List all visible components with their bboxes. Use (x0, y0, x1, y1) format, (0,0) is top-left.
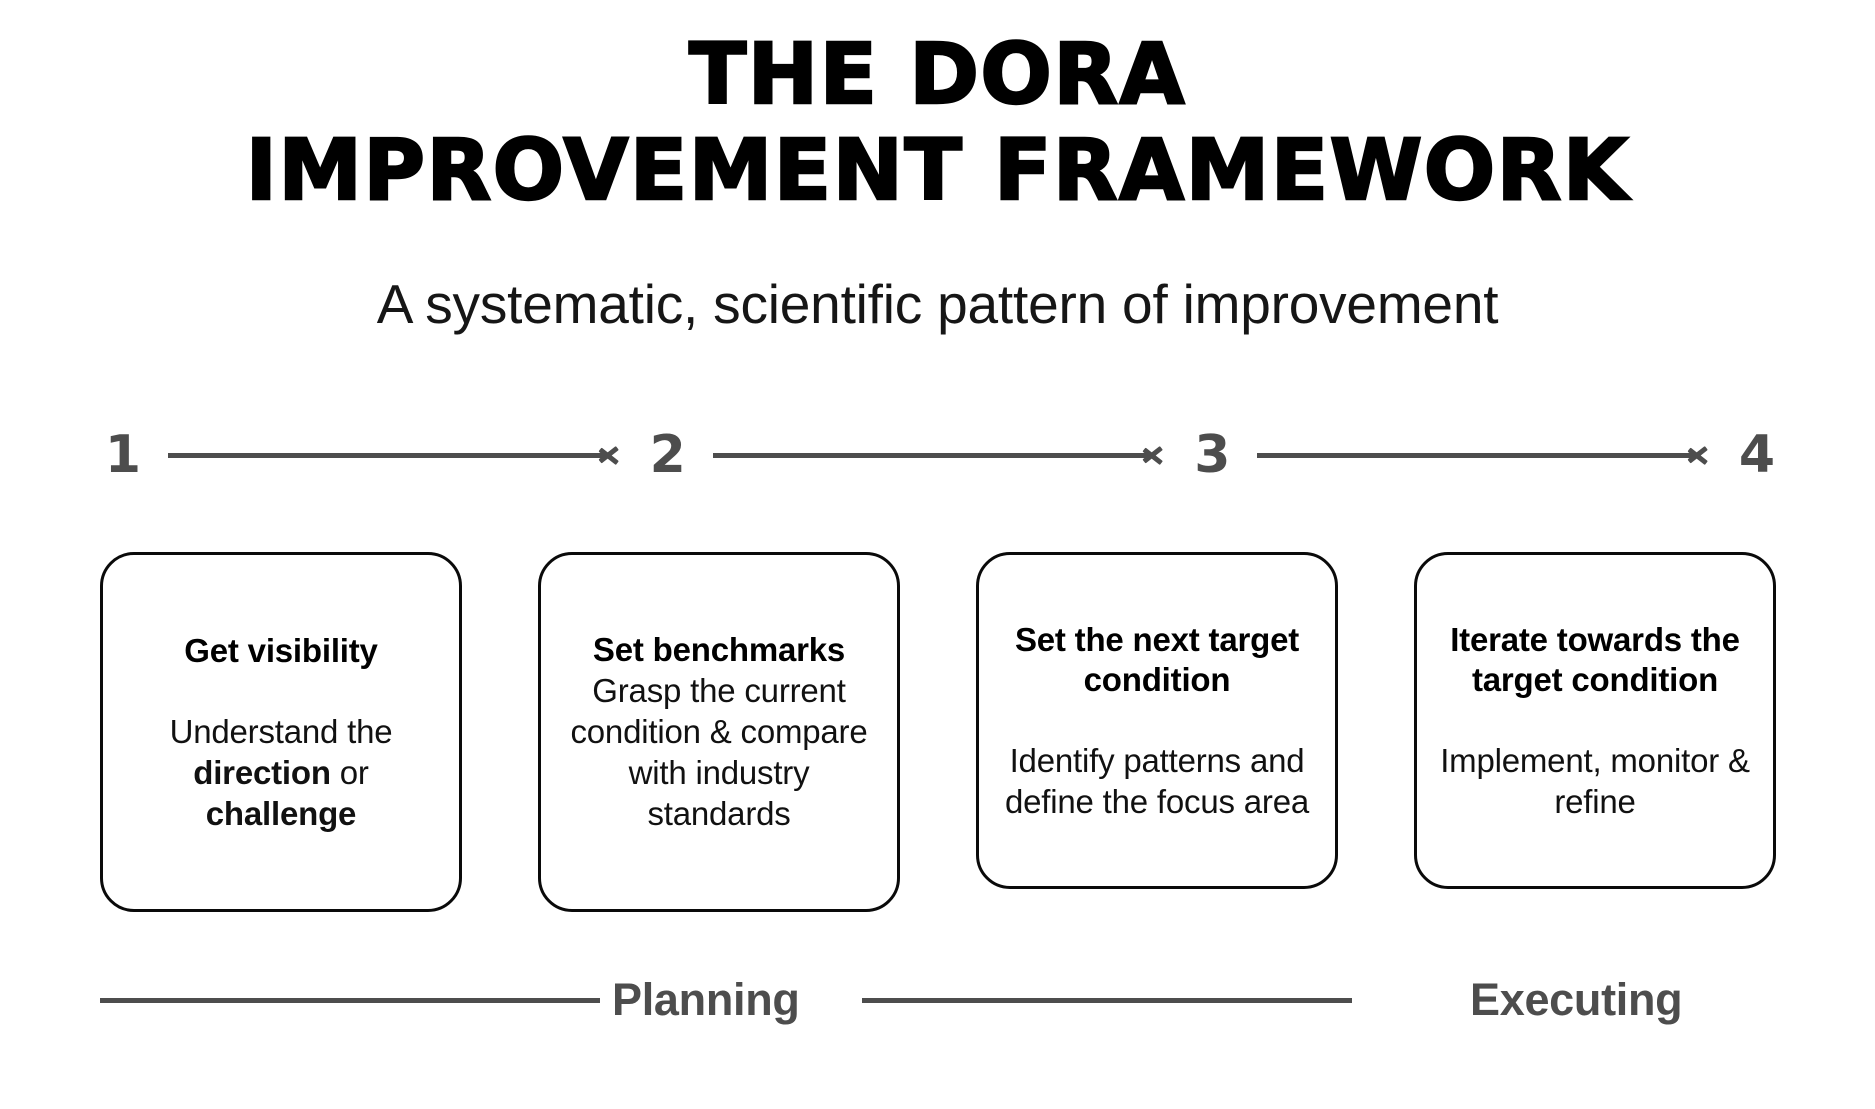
arrow-shaft (1257, 453, 1700, 458)
step-number-3: 3 (1194, 425, 1231, 485)
card-3-title: Set the next target condition (1014, 620, 1300, 698)
arrow-head-icon (1144, 444, 1167, 467)
framework-card-3: Set the next target condition Identify p… (976, 552, 1338, 889)
card-2-body: Grasp the current condition & compare wi… (570, 672, 868, 832)
card-1-body: Understand the direction or challenge (169, 712, 393, 832)
arrow-2-to-3 (712, 440, 1168, 470)
card-2-title: Set benchmarks (592, 631, 846, 668)
card-3-body: Identify patterns and define the focus a… (1004, 741, 1309, 820)
page-title: THE DORA IMPROVEMENT FRAMEWORK (0, 25, 1875, 220)
arrow-3-to-4 (1257, 440, 1712, 470)
framework-card-4: Iterate towards the target condition Imp… (1414, 552, 1776, 889)
phase-line-right (862, 998, 1352, 1003)
page-subtitle: A systematic, scientific pattern of impr… (376, 273, 1499, 335)
arrow-shaft (168, 453, 610, 458)
arrow-head-icon (1689, 444, 1712, 467)
card-4-body: Implement, monitor & refine (1440, 741, 1750, 820)
framework-cards: Get visibility Understand the direction … (0, 552, 1875, 914)
step-number-4: 4 (1738, 425, 1776, 485)
page-title-line-1: THE DORA (688, 25, 1187, 124)
phase-label-executing: Executing (1470, 974, 1683, 1025)
arrow-head-icon (600, 444, 623, 467)
step-number-1: 1 (104, 425, 142, 485)
step-number-2: 2 (649, 425, 686, 485)
framework-card-2: Set benchmarks Grasp the current conditi… (538, 552, 900, 912)
arrow-shaft (712, 453, 1155, 458)
card-4-title: Iterate towards the target condition (1450, 620, 1740, 698)
arrow-1-to-2 (168, 440, 623, 470)
phase-line-left (100, 998, 600, 1003)
steps-progression: 1 2 3 4 (100, 422, 1780, 488)
page-title-line-2: IMPROVEMENT FRAMEWORK (244, 121, 1630, 220)
card-1-title: Get visibility (184, 631, 378, 669)
phase-bar: Planning Executing (0, 972, 1875, 1032)
phase-label-planning: Planning (612, 974, 800, 1025)
framework-card-1: Get visibility Understand the direction … (100, 552, 462, 912)
